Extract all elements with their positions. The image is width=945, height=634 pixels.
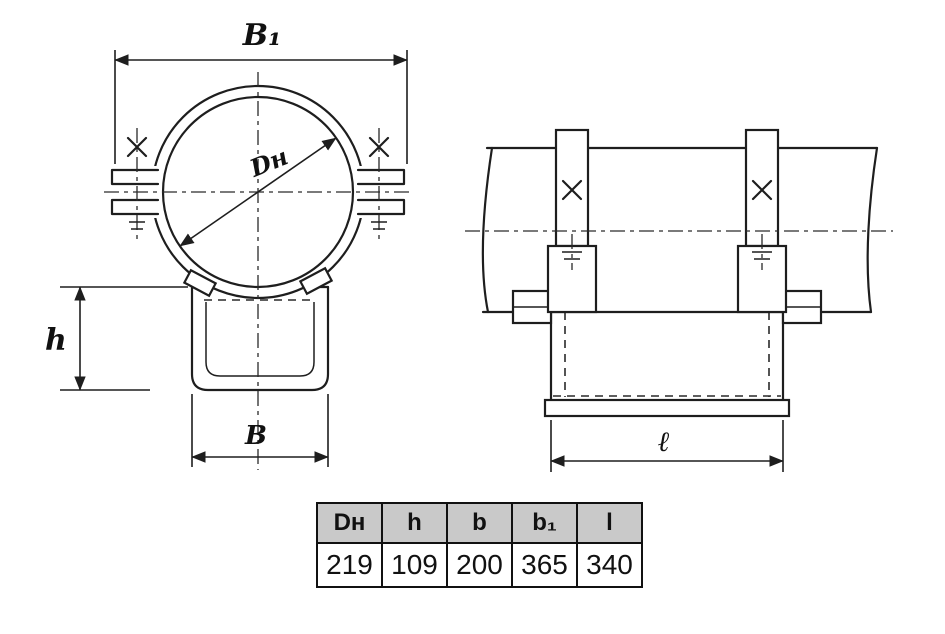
dim-h: h [45,286,188,391]
bolt-cross-icon [751,179,773,201]
dimension-table: Dн h b b₁ l 219 109 200 365 340 [316,502,643,588]
bolt-cross-icon [368,136,390,158]
table-header-h: h [381,502,448,544]
table-header-dn: Dн [316,502,383,544]
dim-b: B [191,394,329,467]
table-value-dn: 219 [316,542,383,588]
table-value-row: 219 109 200 365 340 [316,542,643,588]
dim-label-l: ℓ [657,425,670,458]
dim-label-b: B [244,421,267,451]
dim-label-dn: Dн [245,141,292,183]
base-plate [543,398,791,418]
front-view: B₁ Dн h B [45,18,412,470]
break-line-right [866,146,879,314]
saddle-tab-left [182,268,218,298]
side-tab-left [511,289,553,325]
bolt-cross-icon [126,136,148,158]
bolt-cross-icon [561,179,583,201]
dim-l: ℓ [550,420,784,472]
dim-label-b1: B₁ [242,18,282,53]
saddle-tab-right [298,266,334,296]
left-bolt [126,128,148,240]
side-view: ℓ [465,128,893,472]
side-tab-right [781,289,823,325]
table-value-h: 109 [381,542,448,588]
dim-label-h: h [45,323,67,358]
table-value-b: 200 [446,542,513,588]
pipe-side [481,146,879,314]
table-header-l: l [576,502,643,544]
table-value-l: 340 [576,542,643,588]
clamp-strap-right [736,128,788,314]
right-bolt [368,128,390,240]
dim-b1: B₁ [114,18,408,164]
break-line-left [481,146,494,314]
table-value-b1: 365 [511,542,578,588]
clamp-strap-left [546,128,598,314]
support-body [543,310,791,418]
table-header-b: b [446,502,513,544]
table-header-b1: b₁ [511,502,578,544]
saddle-channel [182,266,334,392]
table-header-row: Dн h b b₁ l [316,502,643,544]
